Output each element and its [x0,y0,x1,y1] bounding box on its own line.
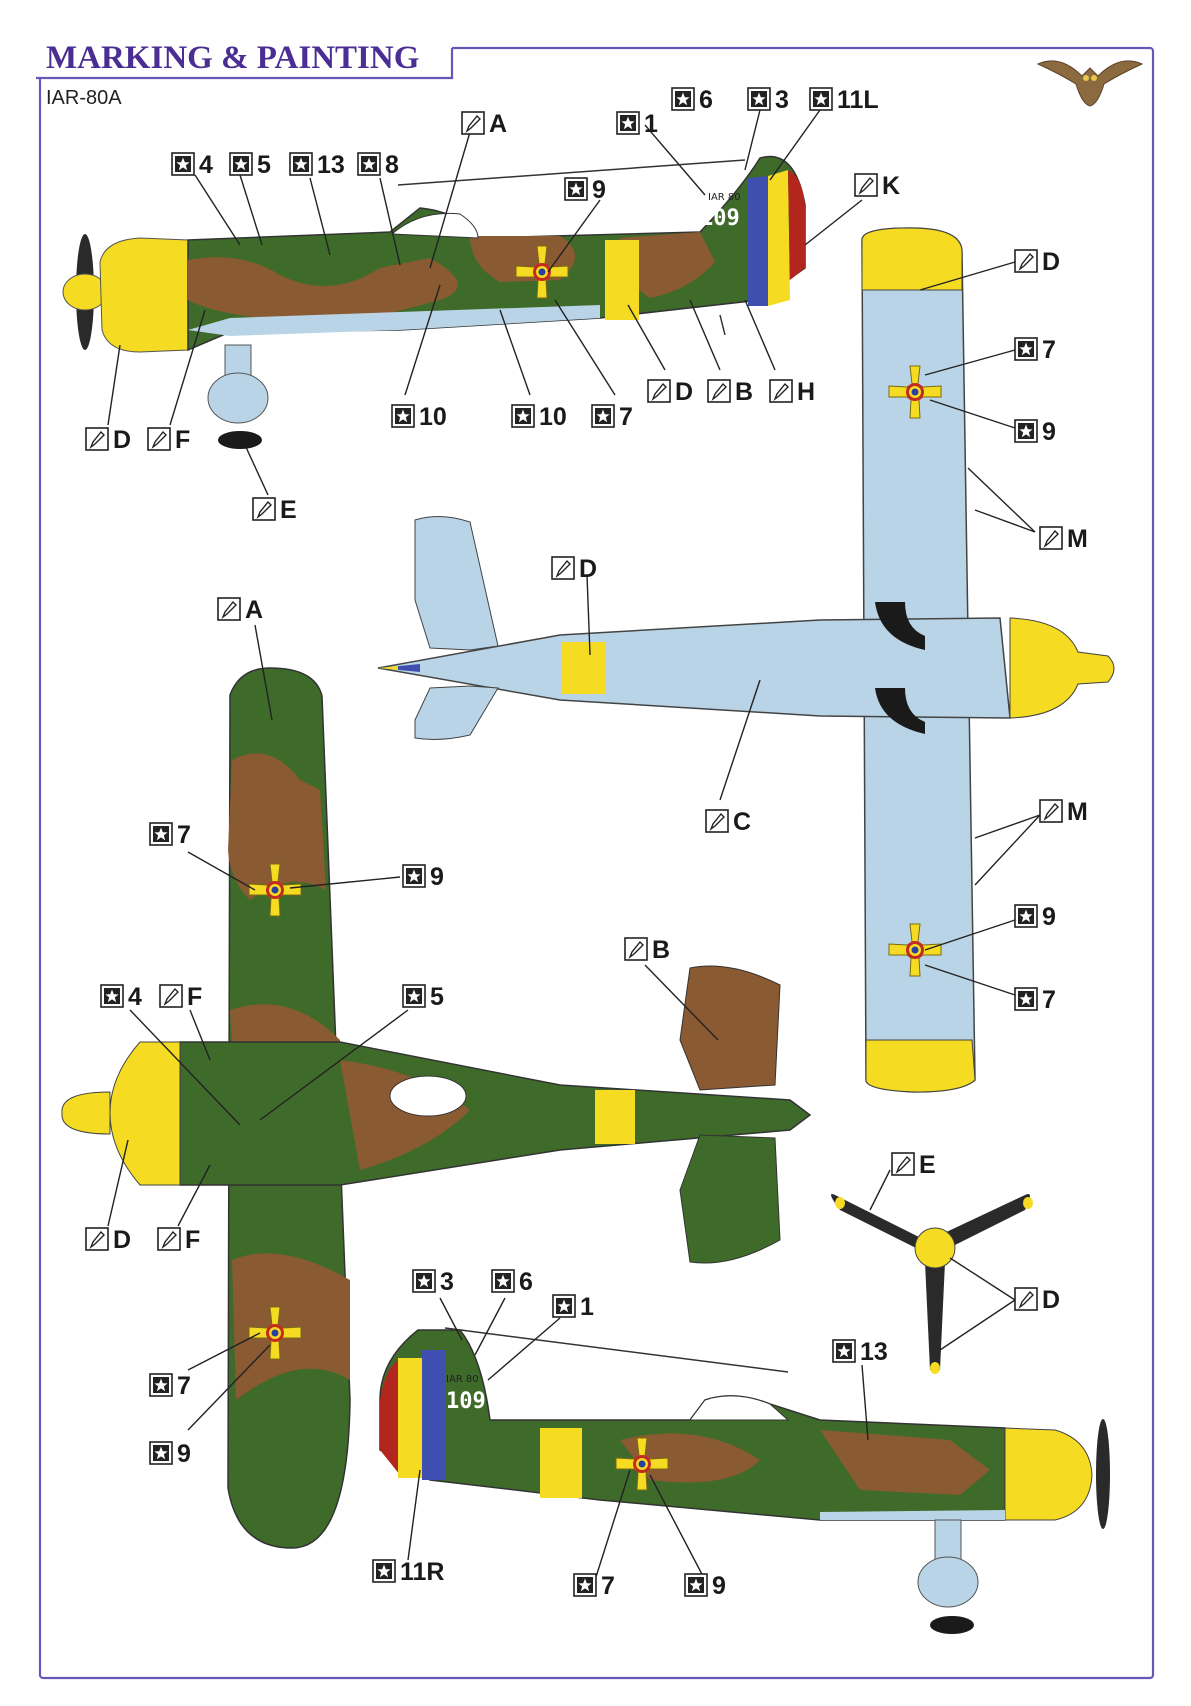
callout-paint-D1: D [113,426,131,454]
callout-5: 5 [257,151,271,179]
callout-6: 6 [699,86,713,114]
callout-7a: 7 [619,403,633,431]
callout-paint-H: H [797,378,815,406]
sheet-frame [38,46,1155,1680]
underside-plan-view [377,227,1115,1093]
callout-11R: 11R [400,1558,444,1586]
right-side-profile: 109 IAR 80 [379,1327,1110,1634]
aircraft-model: IAR-80A [46,87,122,109]
callout-paint-D2: D [675,378,693,406]
callout-1b: 1 [580,1293,594,1321]
callout-9f: 9 [712,1572,726,1600]
callout-3b: 3 [440,1268,454,1296]
left-side-profile: 109 IAR 80 [62,155,806,449]
callout-4: 4 [199,151,213,179]
propeller-front-view [831,1194,1033,1374]
callout-paint-M1: M [1067,525,1088,553]
page-title: MARKING & PAINTING [46,40,419,76]
callout-9d: 9 [430,863,444,891]
callout-1: 1 [644,110,658,138]
callout-paint-D5: D [113,1226,131,1254]
callout-9b: 9 [1042,418,1056,446]
callout-paint-K: K [882,172,900,200]
owl-logo-icon [1036,60,1144,107]
aircraft-code-left: IAR 80 [708,192,741,203]
callout-paint-D3: D [1042,248,1060,276]
callout-7d: 7 [177,821,191,849]
callout-paint-E1: E [280,496,297,524]
callout-paint-D6: D [1042,1286,1060,1314]
callout-6b: 6 [519,1268,533,1296]
aircraft-number-left: 109 [700,206,740,231]
callout-paint-M2: M [1067,798,1088,826]
aircraft-number-right: 109 [446,1389,486,1414]
title-box [36,36,452,78]
callout-7f: 7 [601,1572,615,1600]
callout-paint-A2: A [245,596,263,624]
callout-paint-D4: D [579,555,597,583]
callout-10b: 10 [539,403,567,431]
aircraft-code-right: IAR 80 [446,1374,479,1385]
callout-11L: 11L [837,86,879,114]
callout-paint-C: C [733,808,751,836]
callouts: 4 5 13 8 A 1 6 3 11L 9 K D F E 10 10 7 D… [85,86,1088,1600]
callout-paint-F3: F [185,1226,200,1254]
callout-paint-B2: B [652,936,670,964]
callout-9e: 9 [177,1440,191,1468]
callout-9c: 9 [1042,903,1056,931]
callout-5b: 5 [430,983,444,1011]
callout-13: 13 [317,151,345,179]
top-plan-view [61,667,812,1549]
callout-3: 3 [775,86,789,114]
callout-9-top: 9 [592,176,606,204]
callout-8: 8 [385,151,399,179]
callout-paint-A: A [489,110,507,138]
callout-10a: 10 [419,403,447,431]
callout-13b: 13 [860,1338,888,1366]
callout-paint-E2: E [919,1151,936,1179]
callout-7e: 7 [177,1372,191,1400]
callout-paint-F2: F [187,983,202,1011]
leader-lines [107,109,1041,1581]
callout-7c: 7 [1042,986,1056,1014]
callout-4b: 4 [128,983,142,1011]
callout-7b: 7 [1042,336,1056,364]
callout-paint-B1: B [735,378,753,406]
callout-paint-F1: F [175,426,190,454]
